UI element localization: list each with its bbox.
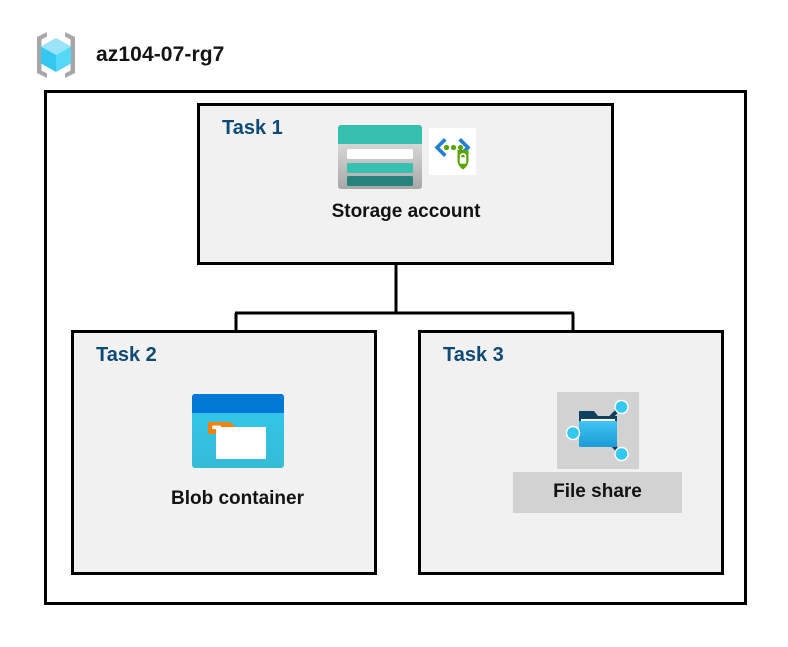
storage-account-icon bbox=[338, 125, 422, 189]
storage-icon-row bbox=[336, 123, 476, 195]
resource-group-cube-icon bbox=[37, 32, 75, 78]
task-2-label: Task 2 bbox=[96, 344, 157, 366]
task-1-label: Task 1 bbox=[222, 117, 283, 139]
page-title: az104-07-rg7 bbox=[96, 43, 225, 66]
secure-transfer-shield-icon bbox=[429, 128, 476, 175]
file-share-icon bbox=[565, 399, 629, 461]
storage-account-caption: Storage account bbox=[331, 201, 481, 222]
task-3-label: Task 3 bbox=[443, 344, 504, 366]
blob-container-icon bbox=[191, 394, 284, 468]
storage-account-node[interactable]: Storage account bbox=[281, 123, 531, 223]
blob-container-node[interactable]: Blob container bbox=[150, 392, 325, 510]
file-share-node[interactable]: File share bbox=[490, 392, 705, 513]
file-share-caption-highlight: File share bbox=[513, 472, 682, 513]
resource-group-title-row: az104-07-rg7 bbox=[30, 26, 350, 84]
file-share-caption: File share bbox=[553, 481, 642, 502]
file-share-icon-highlight bbox=[556, 392, 639, 469]
task-2-box[interactable]: Task 2 bbox=[71, 330, 377, 575]
blob-container-caption: Blob container bbox=[170, 488, 304, 509]
